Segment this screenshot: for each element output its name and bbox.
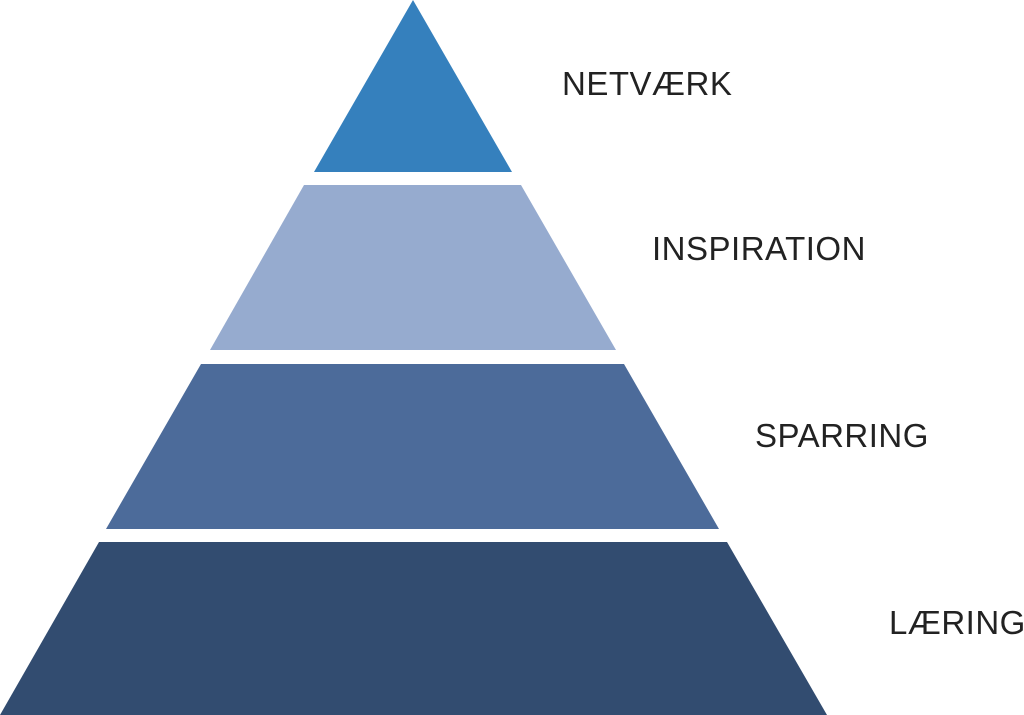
- pyramid-tier-sparring: [106, 364, 719, 529]
- tier-label-laering: LÆRING: [889, 604, 1024, 641]
- pyramid-tier-inspiration: [210, 185, 616, 350]
- tier-label-sparring: SPARRING: [755, 417, 929, 454]
- pyramid-tier-laering: [0, 542, 827, 715]
- tier-label-inspiration: INSPIRATION: [652, 230, 866, 267]
- pyramid-tier-netvaerk: [314, 0, 512, 172]
- tier-label-netvaerk: NETVÆRK: [562, 65, 732, 102]
